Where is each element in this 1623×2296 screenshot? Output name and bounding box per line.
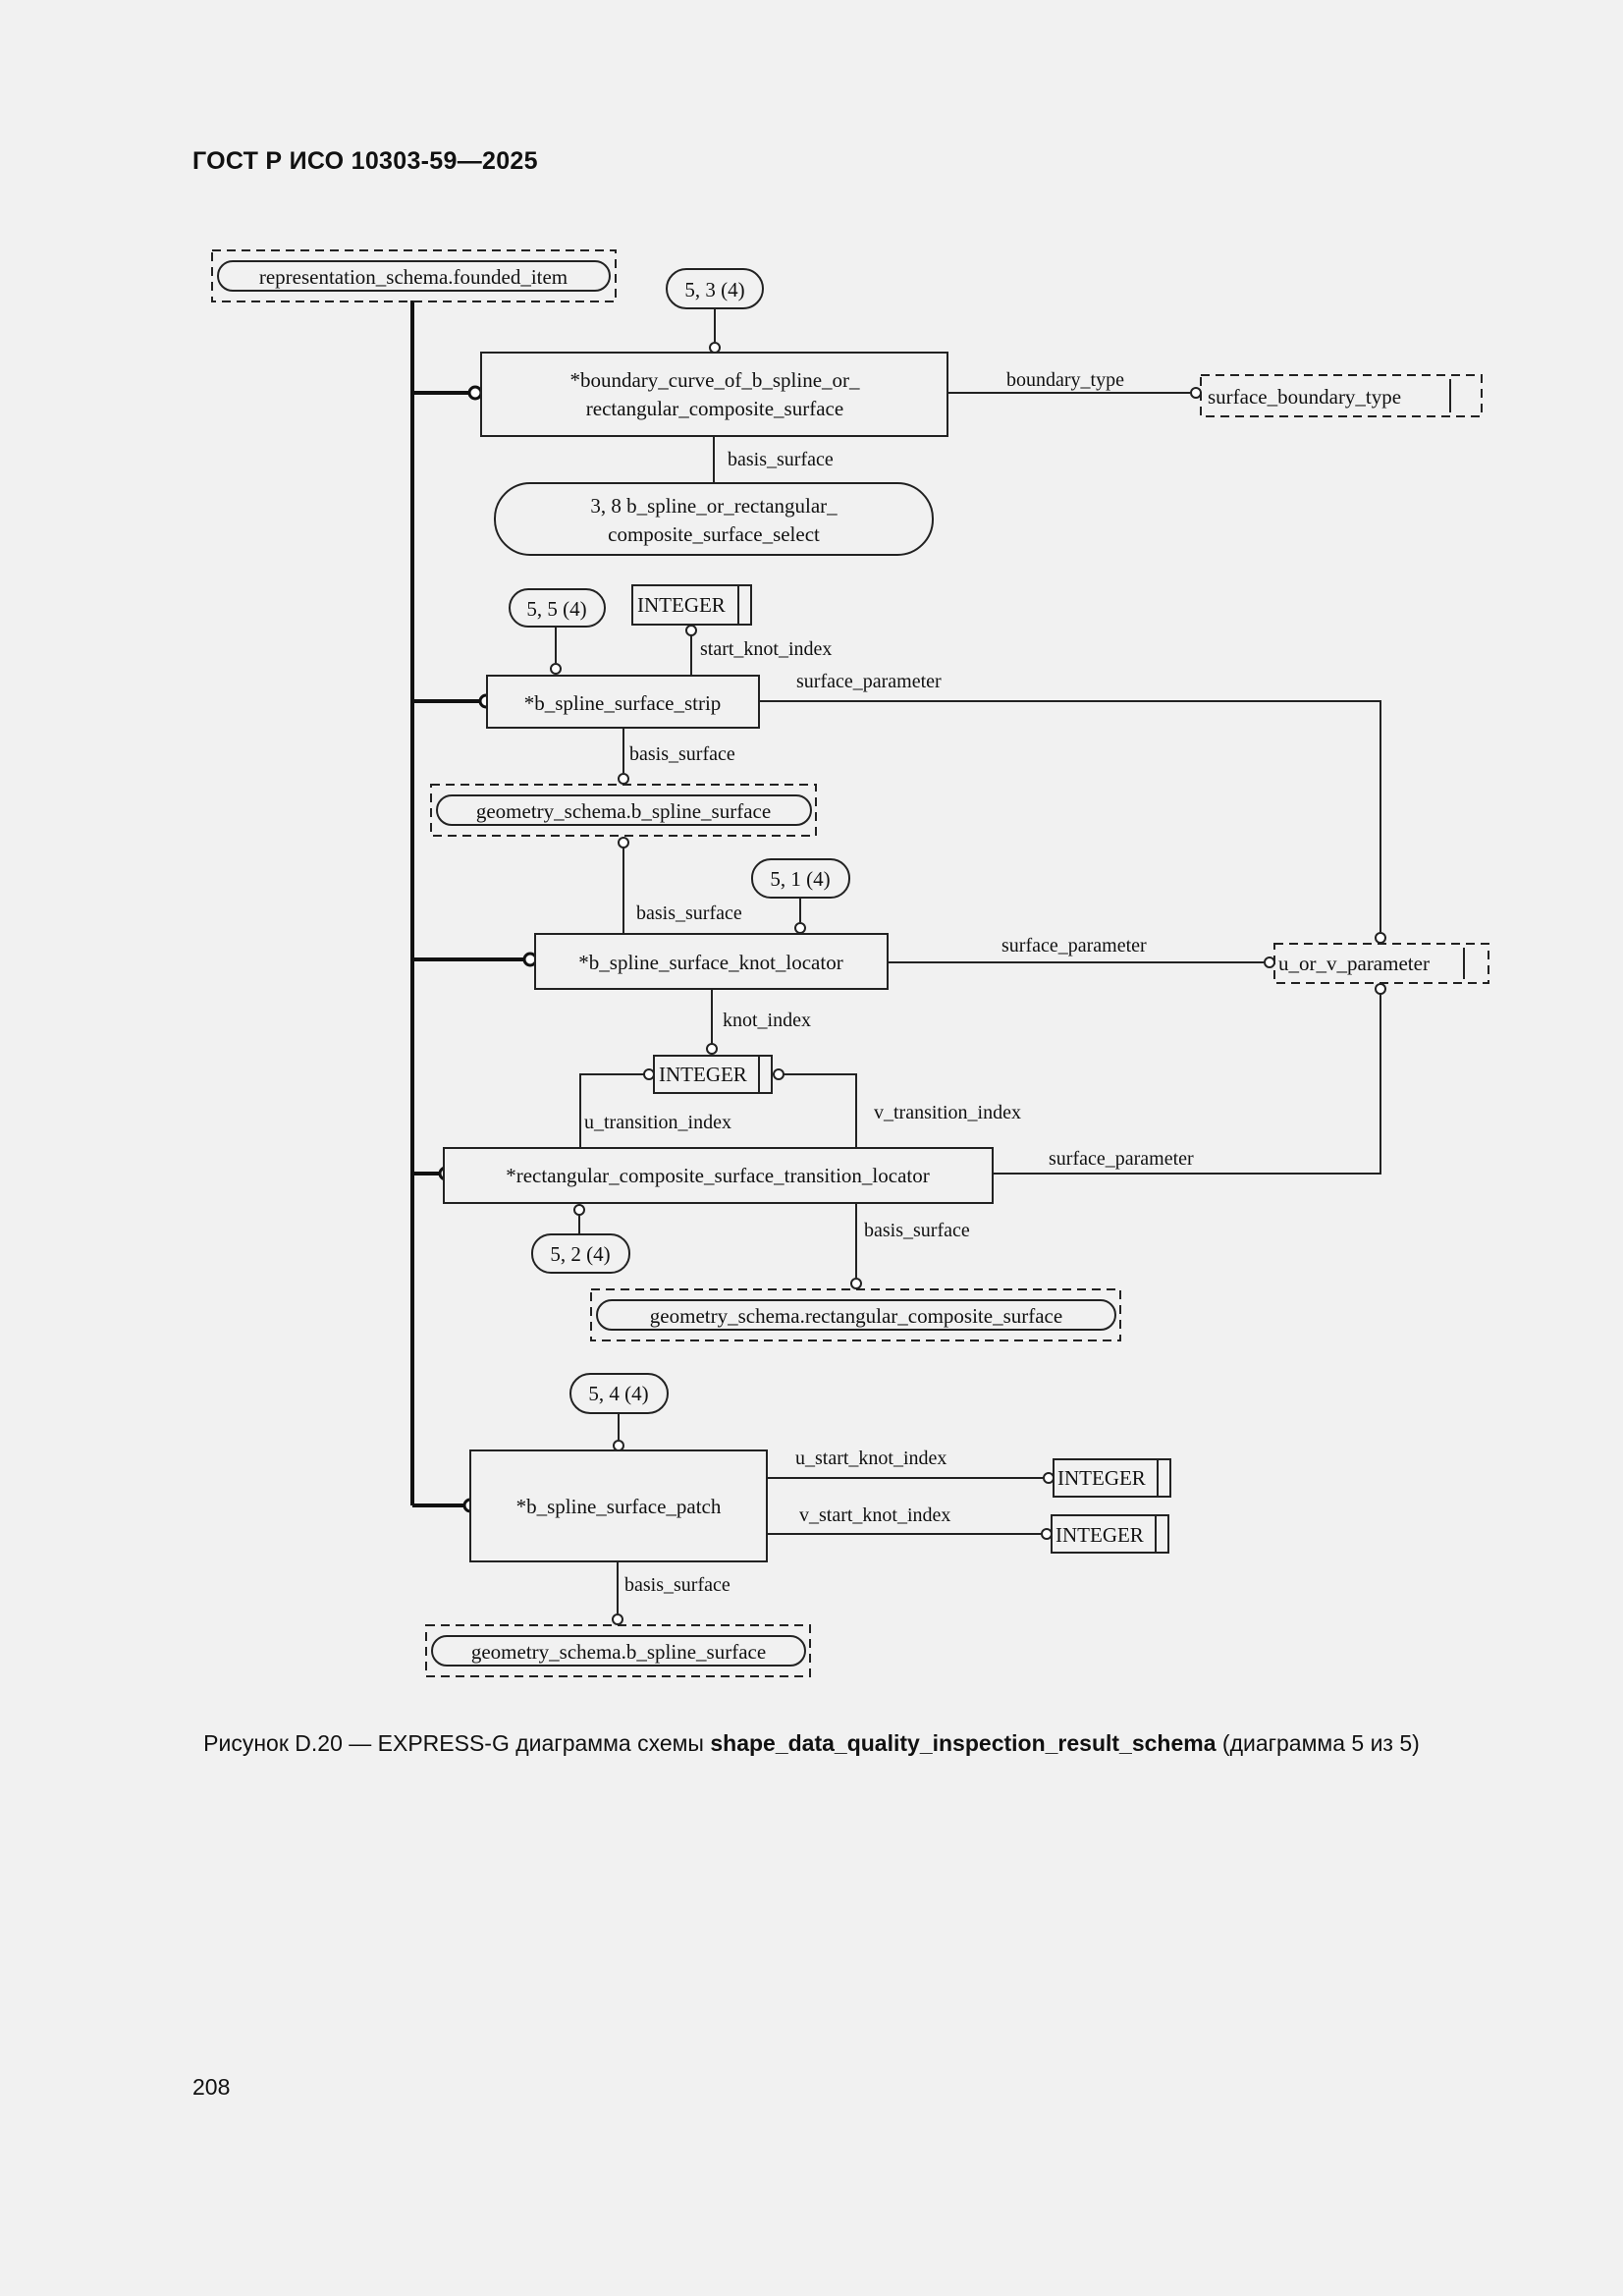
- svg-text:surface_parameter: surface_parameter: [1001, 935, 1147, 957]
- entity-surface-patch: *b_spline_surface_patch: [469, 1449, 768, 1562]
- svg-text:v_transition_index: v_transition_index: [874, 1102, 1021, 1123]
- rectangular-composite-surface-ref: geometry_schema.rectangular_composite_su…: [590, 1288, 1121, 1341]
- svg-text:5, 3 (4): 5, 3 (4): [684, 278, 744, 301]
- svg-text:basis_surface: basis_surface: [624, 1574, 730, 1596]
- page-ref-5-2: 5, 2 (4): [531, 1204, 630, 1274]
- svg-text:5, 4 (4): 5, 4 (4): [588, 1382, 648, 1405]
- svg-text:start_knot_index: start_knot_index: [700, 638, 832, 660]
- relation-surface-parameter-strip: surface_parameter: [759, 671, 1386, 944]
- relation-u-start-knot-index: u_start_knot_index: [767, 1448, 1055, 1484]
- svg-text:INTEGER: INTEGER: [1057, 1466, 1146, 1490]
- svg-text:5, 5 (4): 5, 5 (4): [526, 597, 586, 621]
- relation-basis-surface-knot: basis_surface: [618, 837, 742, 934]
- surface-boundary-type-ref: surface_boundary_type: [1200, 374, 1483, 417]
- svg-text:composite_surface_select: composite_surface_select: [608, 522, 820, 546]
- relation-surface-parameter-knot: surface_parameter: [888, 935, 1275, 968]
- svg-text:5, 1 (4): 5, 1 (4): [770, 867, 830, 891]
- svg-text:basis_surface: basis_surface: [629, 743, 735, 765]
- svg-text:v_start_knot_index: v_start_knot_index: [799, 1504, 950, 1526]
- svg-text:INTEGER: INTEGER: [1055, 1523, 1144, 1547]
- svg-text:*boundary_curve_of_b_spline_or: *boundary_curve_of_b_spline_or_: [569, 368, 860, 392]
- caption-schema-name: shape_data_quality_inspection_result_sch…: [710, 1730, 1217, 1756]
- relation-surface-parameter-transition: surface_parameter: [993, 983, 1386, 1175]
- svg-text:surface_parameter: surface_parameter: [796, 671, 942, 692]
- integer-type-u-start: INTEGER: [1053, 1458, 1171, 1498]
- founded-item-ref: representation_schema.founded_item: [211, 249, 617, 302]
- b-spline-surface-ref-1: geometry_schema.b_spline_surface: [430, 784, 817, 837]
- svg-text:*b_spline_surface_patch: *b_spline_surface_patch: [516, 1495, 722, 1518]
- svg-text:surface_boundary_type: surface_boundary_type: [1208, 385, 1401, 409]
- relation-basis-surface-patch: basis_surface: [612, 1561, 730, 1625]
- page-ref-5-3: 5, 3 (4): [666, 268, 764, 354]
- relation-knot-index: knot_index: [706, 989, 811, 1055]
- svg-text:representation_schema.founded_: representation_schema.founded_item: [259, 265, 568, 289]
- relation-boundary-type: boundary_type: [947, 369, 1202, 399]
- integer-type-strip: INTEGER start_knot_index: [631, 584, 832, 676]
- svg-text:*b_spline_surface_knot_locator: *b_spline_surface_knot_locator: [578, 951, 842, 974]
- supertype-trunk: [410, 301, 538, 1513]
- entity-transition-locator: *rectangular_composite_surface_transitio…: [443, 1147, 994, 1204]
- page-ref-5-4: 5, 4 (4): [569, 1373, 669, 1451]
- entity-surface-strip: *b_spline_surface_strip: [486, 675, 760, 729]
- caption-suffix: (диаграмма 5 из 5): [1216, 1730, 1420, 1756]
- relation-v-start-knot-index: v_start_knot_index: [767, 1504, 1053, 1540]
- entity-boundary-curve: *boundary_curve_of_b_spline_or_ rectangu…: [480, 352, 948, 437]
- relation-transition-indices: u_transition_index v_transition_index: [579, 1068, 1021, 1148]
- page-ref-5-5: 5, 5 (4): [509, 588, 606, 675]
- page-header: ГОСТ Р ИСО 10303-59—2025: [192, 147, 538, 175]
- svg-text:basis_surface: basis_surface: [728, 449, 834, 470]
- svg-text:boundary_type: boundary_type: [1006, 369, 1124, 391]
- svg-text:geometry_schema.rectangular_co: geometry_schema.rectangular_composite_su…: [650, 1304, 1062, 1328]
- svg-text:3, 8 b_spline_or_rectangular_: 3, 8 b_spline_or_rectangular_: [590, 494, 838, 518]
- svg-text:geometry_schema.b_spline_surfa: geometry_schema.b_spline_surface: [471, 1640, 766, 1664]
- svg-text:u_transition_index: u_transition_index: [584, 1112, 731, 1133]
- subtype-circle: [467, 385, 483, 401]
- svg-text:INTEGER: INTEGER: [659, 1063, 747, 1086]
- svg-text:basis_surface: basis_surface: [636, 902, 742, 924]
- svg-text:5, 2 (4): 5, 2 (4): [550, 1242, 610, 1266]
- svg-text:u_start_knot_index: u_start_knot_index: [795, 1448, 947, 1469]
- page-ref-5-1: 5, 1 (4): [751, 858, 850, 934]
- page-number: 208: [192, 2074, 231, 2100]
- svg-text:knot_index: knot_index: [723, 1010, 811, 1031]
- caption-prefix: Рисунок D.20 — EXPRESS-G диаграмма схемы: [203, 1730, 711, 1756]
- u-or-v-parameter-ref: u_or_v_parameter: [1273, 943, 1489, 984]
- svg-text:basis_surface: basis_surface: [864, 1220, 970, 1241]
- integer-type-transition: INTEGER: [653, 1055, 773, 1094]
- integer-type-v-start: INTEGER: [1051, 1514, 1169, 1554]
- svg-text:*b_spline_surface_strip: *b_spline_surface_strip: [524, 691, 722, 715]
- b-spline-surface-ref-2: geometry_schema.b_spline_surface: [425, 1624, 811, 1677]
- svg-text:u_or_v_parameter: u_or_v_parameter: [1278, 952, 1430, 975]
- relation-basis-surface-select: basis_surface: [713, 436, 834, 482]
- select-ref: 3, 8 b_spline_or_rectangular_ composite_…: [494, 482, 934, 556]
- svg-text:rectangular_composite_surface: rectangular_composite_surface: [586, 397, 843, 420]
- relation-basis-surface-strip: basis_surface: [618, 728, 735, 785]
- svg-text:geometry_schema.b_spline_surfa: geometry_schema.b_spline_surface: [476, 799, 771, 823]
- entity-knot-locator: *b_spline_surface_knot_locator: [534, 933, 889, 990]
- svg-text:*rectangular_composite_surface: *rectangular_composite_surface_transitio…: [506, 1164, 930, 1187]
- svg-text:surface_parameter: surface_parameter: [1049, 1148, 1194, 1170]
- figure-caption: Рисунок D.20 — EXPRESS-G диаграмма схемы…: [0, 1730, 1623, 1757]
- relation-basis-surface-transition: basis_surface: [850, 1203, 970, 1289]
- svg-text:INTEGER: INTEGER: [637, 593, 726, 617]
